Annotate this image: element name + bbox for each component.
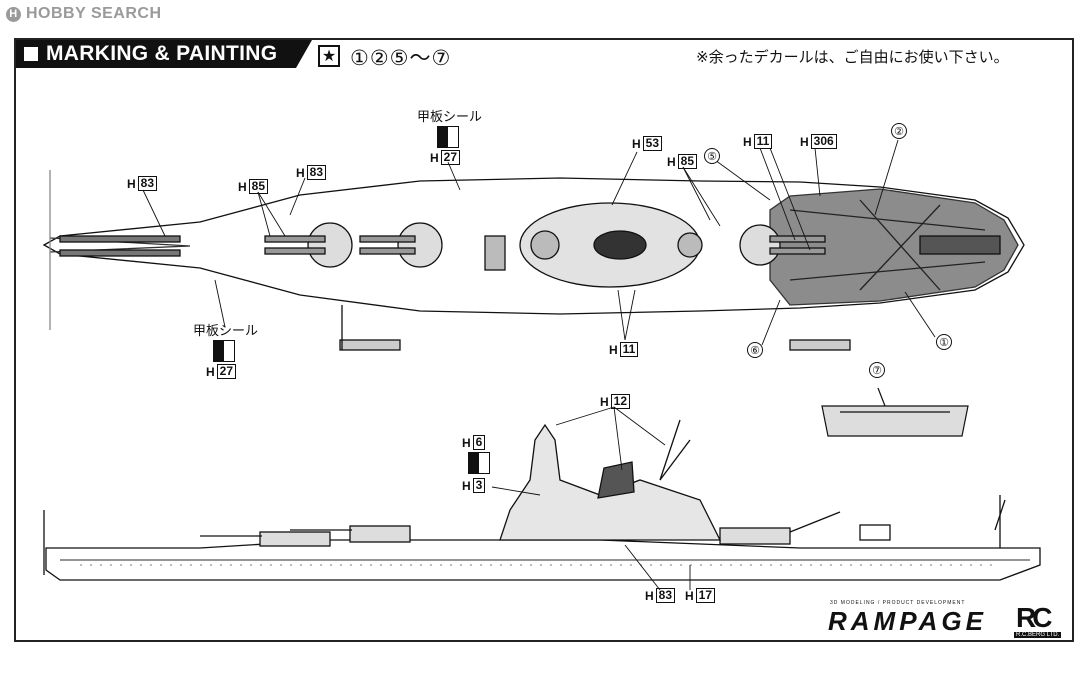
label-h: H <box>127 176 136 191</box>
callout-6: ⑥ <box>747 342 763 358</box>
label-h: H <box>609 342 618 357</box>
label-h: H <box>685 588 694 603</box>
watermark-text: HOBBY SEARCH <box>26 5 162 22</box>
page-frame <box>14 38 1074 642</box>
decal-code: 27 <box>440 150 461 165</box>
label-h: H <box>430 150 439 165</box>
top-view <box>42 170 1025 351</box>
decal-code: 85 <box>248 179 269 194</box>
header-square-icon <box>24 47 38 61</box>
top-leaders <box>142 139 936 346</box>
decal-code: 27 <box>216 364 237 379</box>
label-h: H <box>743 134 752 149</box>
callout-2: ② <box>891 123 907 139</box>
deck-seal-icon-top <box>437 126 459 148</box>
callout-5: ⑤ <box>704 148 720 164</box>
label-h: H <box>206 364 215 379</box>
deck-seal-label-bottom: 甲板シール <box>193 324 259 339</box>
rc-logo: RC <box>1016 602 1053 633</box>
section-header: MARKING & PAINTING <box>16 40 296 68</box>
brand-logo: RAMPAGE <box>828 606 987 636</box>
label-h: H <box>238 179 247 194</box>
label-h: H <box>667 154 676 169</box>
decal-code: 83 <box>655 588 676 603</box>
section-title: MARKING & PAINTING <box>46 42 278 65</box>
header-tip <box>296 40 312 68</box>
decal-code: 306 <box>810 134 837 149</box>
decal-code: 53 <box>642 136 663 151</box>
watermark-logo: H <box>6 6 21 22</box>
label-h: H <box>462 435 471 450</box>
side-view <box>43 419 1041 581</box>
label-h: H <box>800 134 809 149</box>
decal-note: ※余ったデカールは、ご自由にお使い下さい。 <box>696 48 1009 66</box>
decal-code: 11 <box>619 342 639 357</box>
rc-logo-subtitle: R.C.BERG LTD. <box>1014 632 1062 638</box>
watermark: H HOBBY SEARCH <box>6 5 162 23</box>
decal-code: 6 <box>472 435 486 450</box>
part-7-boat <box>821 387 969 437</box>
step-numbers: ①②⑤～⑦ <box>350 47 452 70</box>
callout-7: ⑦ <box>869 362 885 378</box>
label-h: H <box>632 136 641 151</box>
label-h: H <box>462 478 471 493</box>
decal-code: 11 <box>753 134 773 149</box>
flag-icon <box>468 452 490 474</box>
label-h: H <box>645 588 654 603</box>
decal-code: 85 <box>677 154 698 169</box>
deck-seal-label-top: 甲板シール <box>417 110 483 125</box>
label-h: H <box>600 394 609 409</box>
decal-code: 83 <box>137 176 158 191</box>
side-leaders <box>491 406 691 591</box>
decal-code: 17 <box>695 588 716 603</box>
decal-code: 83 <box>306 165 327 180</box>
decal-code: 12 <box>610 394 631 409</box>
brand-subtitle: 3D MODELING / PRODUCT DEVELOPMENT <box>830 600 966 606</box>
decal-code: 3 <box>472 478 486 493</box>
label-h: H <box>296 165 305 180</box>
deck-seal-icon-bottom <box>213 340 235 362</box>
callout-1: ① <box>936 334 952 350</box>
star-icon: ★ <box>318 45 340 67</box>
